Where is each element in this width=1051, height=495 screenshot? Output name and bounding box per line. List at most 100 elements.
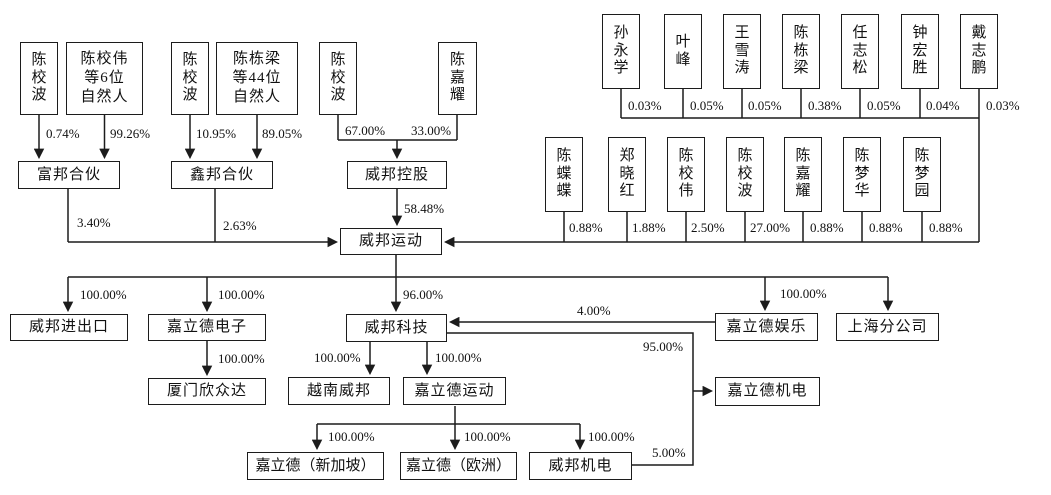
node-label: 威邦控股 — [364, 166, 429, 183]
node-label: 陈校伟 等6位 自然人 — [80, 51, 129, 105]
node-zheng-xiaohong: 郑晓红 — [608, 137, 646, 212]
pct-group44-xinbang: 89.05% — [261, 126, 304, 142]
pct-tech-jldmech: 95.00% — [642, 339, 685, 355]
pct-chenxiaobo-fubang: 0.74% — [45, 126, 81, 142]
node-wang-xuetao: 王雪涛 — [723, 14, 761, 89]
pct-chenjiayao-sports: 0.88% — [809, 220, 845, 236]
wire-row1-drops — [620, 89, 980, 118]
node-xinbang-partnership: 鑫邦合伙 — [171, 161, 273, 189]
node-weibang-mech: 威邦机电 — [529, 452, 632, 480]
node-zhong-hongsheng: 钟宏胜 — [901, 14, 939, 89]
pct-sun-sports: 0.03% — [627, 98, 663, 114]
pct-wbmech-jldmech: 5.00% — [651, 445, 687, 461]
wire-tech-95-riser — [447, 332, 694, 466]
node-shanghai-branch: 上海分公司 — [836, 313, 939, 341]
pct-sports-ent: 100.00% — [779, 286, 828, 302]
pct-chenxiaowei-sports: 2.50% — [690, 220, 726, 236]
node-label: 越南威邦 — [306, 382, 371, 399]
node-chen-xiaobo-4: 陈校波 — [726, 137, 764, 212]
node-label: 陈梦园 — [914, 147, 930, 200]
node-label: 陈栋梁 — [793, 24, 809, 77]
node-chen-diedie: 陈蝶蝶 — [545, 137, 583, 212]
pct-fubang-sports: 3.40% — [76, 215, 112, 231]
node-weibang-sports: 威邦运动 — [340, 228, 442, 255]
node-weibang-imexport: 威邦进出口 — [10, 314, 128, 341]
node-chen-menghua: 陈梦华 — [843, 137, 881, 212]
node-label: 威邦机电 — [548, 457, 613, 474]
pct-zhong-sports: 0.04% — [925, 98, 961, 114]
pct-diedie-sports: 0.88% — [568, 220, 604, 236]
node-label: 陈栋梁 等44位 自然人 — [232, 51, 282, 105]
pct-tech-jldsports: 100.00% — [434, 350, 483, 366]
node-label: 嘉立德电子 — [166, 319, 247, 336]
node-chen-jiayao-1: 陈嘉耀 — [438, 42, 477, 115]
node-label: 陈校波 — [182, 51, 198, 104]
node-label: 戴志鹏 — [971, 24, 987, 77]
pct-sports-tech: 96.00% — [402, 287, 445, 303]
node-chen-xiaobo-1: 陈校波 — [20, 42, 58, 115]
pct-xinbang-sports: 2.63% — [222, 218, 258, 234]
pct-ren-sports: 0.05% — [866, 98, 902, 114]
node-label: 任志松 — [852, 24, 868, 77]
node-jialide-elec: 嘉立德电子 — [148, 314, 266, 341]
node-label: 嘉立德（欧洲） — [405, 457, 511, 474]
node-label: 上海分公司 — [847, 318, 928, 335]
node-label: 陈校波 — [737, 147, 753, 200]
node-label: 威邦科技 — [364, 319, 429, 336]
pct-menghua-sports: 0.88% — [868, 220, 904, 236]
pct-chenxiaobo-xinbang: 10.95% — [195, 126, 238, 142]
node-label: 鑫邦合伙 — [189, 166, 254, 183]
pct-group6-fubang: 99.26% — [109, 126, 152, 142]
pct-chenjiayao-holding: 33.00% — [410, 123, 453, 139]
pct-dai-sports: 0.03% — [985, 98, 1021, 114]
pct-ye-sports: 0.05% — [689, 98, 725, 114]
node-fubang-partnership: 富邦合伙 — [18, 161, 120, 189]
pct-wang-sports: 0.05% — [747, 98, 783, 114]
node-jialide-mech: 嘉立德机电 — [715, 377, 820, 406]
node-label: 陈嘉耀 — [795, 147, 811, 200]
pct-chenxiaobo-holding: 67.00% — [344, 123, 387, 139]
node-chen-dongliang: 陈栋梁 — [782, 14, 820, 89]
node-label: 威邦运动 — [358, 233, 423, 250]
pct-sports-imexport: 100.00% — [79, 287, 128, 303]
node-chen-mengyuan: 陈梦园 — [903, 137, 941, 212]
node-label: 威邦进出口 — [28, 319, 109, 336]
pct-elec-xinzhongda: 100.00% — [217, 351, 266, 367]
node-label: 钟宏胜 — [912, 24, 928, 77]
node-label: 郑晓红 — [619, 147, 635, 200]
pct-sports-elec: 100.00% — [217, 287, 266, 303]
pct-jldsports-europe: 100.00% — [463, 429, 512, 445]
node-label: 孙永学 — [613, 24, 629, 77]
node-label: 陈梦华 — [854, 147, 870, 200]
pct-holding-sports: 58.48% — [403, 201, 446, 217]
node-sun-yongxue: 孙永学 — [602, 14, 640, 89]
node-label: 富邦合伙 — [36, 166, 101, 183]
node-label: 嘉立德娱乐 — [726, 318, 807, 335]
pct-mengyuan-sports: 0.88% — [928, 220, 964, 236]
node-chen-xiaobo-3: 陈校波 — [319, 42, 357, 115]
pct-jldsports-singapore: 100.00% — [327, 429, 376, 445]
node-chen-xiaowei: 陈校伟 — [667, 137, 705, 212]
node-label: 陈校波 — [330, 51, 346, 104]
node-label: 陈蝶蝶 — [556, 147, 572, 200]
node-label: 厦门欣众达 — [166, 383, 247, 400]
pct-chendongliang-sports: 0.38% — [807, 98, 843, 114]
node-label: 叶峰 — [675, 33, 691, 68]
node-chen-xiaobo-2: 陈校波 — [171, 42, 209, 115]
pct-tech-vietnam: 100.00% — [313, 350, 362, 366]
pct-jldsports-wbmech: 100.00% — [587, 429, 636, 445]
node-weibang-holding: 威邦控股 — [347, 161, 447, 189]
node-label: 嘉立德机电 — [727, 383, 808, 400]
node-label: 嘉立德（新加坡） — [255, 457, 376, 474]
node-weibang-tech: 威邦科技 — [346, 314, 447, 342]
node-vietnam-weibang: 越南威邦 — [288, 377, 390, 405]
node-ren-zhisong: 任志松 — [841, 14, 879, 89]
node-chen-jiayao-2: 陈嘉耀 — [784, 137, 822, 212]
node-label: 嘉立德运动 — [414, 382, 495, 399]
node-label: 陈校波 — [31, 51, 47, 104]
node-chen-xiaowei-group: 陈校伟 等6位 自然人 — [66, 42, 143, 115]
node-dai-zhipeng: 戴志鹏 — [960, 14, 998, 89]
node-label: 陈嘉耀 — [449, 51, 465, 104]
